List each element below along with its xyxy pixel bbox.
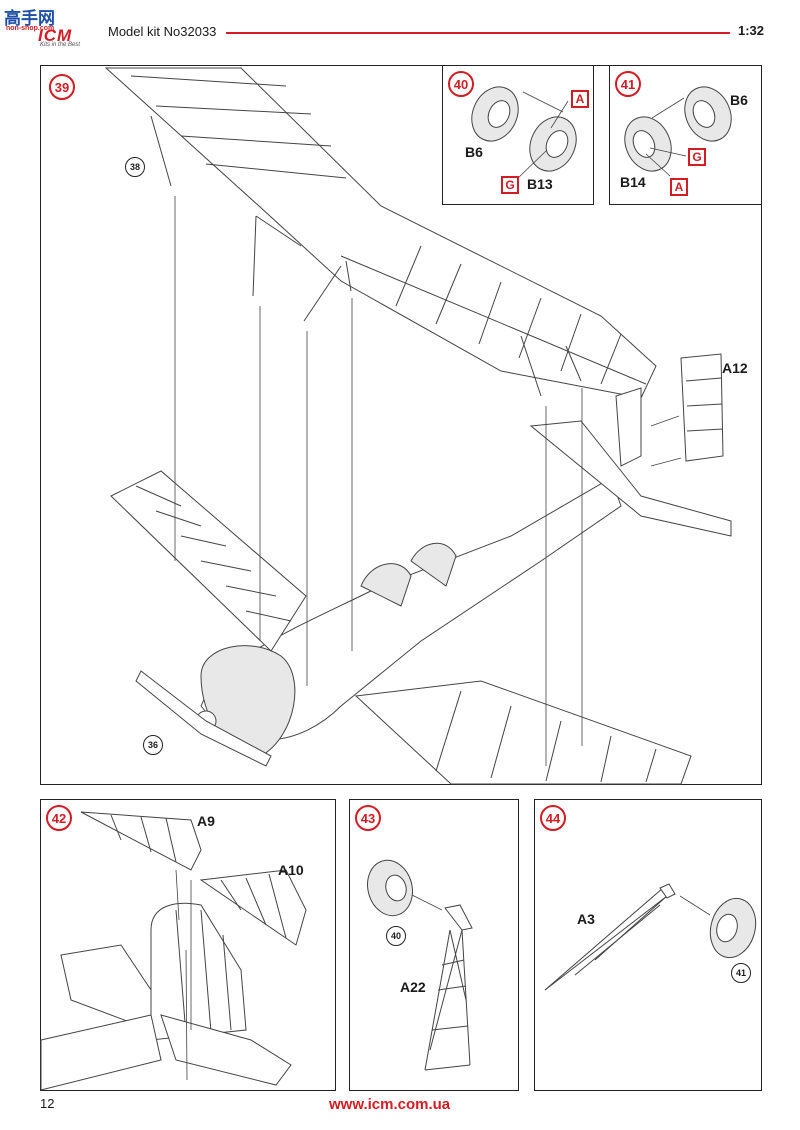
step-42-panel: 42 A9 A10: [40, 799, 336, 1091]
brand-sub-text: non-shop.com: [6, 25, 55, 32]
website-link[interactable]: www.icm.com.ua: [329, 1096, 451, 1113]
part-b13-label: B13: [527, 176, 553, 192]
paint-code-g-41: G: [688, 148, 706, 166]
scale-label: 1:32: [738, 23, 765, 38]
model-kit-label: Model kit No32033: [108, 24, 217, 39]
brand-logo: 高手网 non-shop.com ICM Kits in the Best: [4, 4, 100, 50]
step-43-number: 43: [355, 805, 381, 831]
step-39-number: 39: [49, 74, 75, 100]
step-41-illustration: [624, 86, 732, 177]
step-44-ref-41: 41: [731, 963, 751, 983]
step-43-illustration: [367, 859, 473, 1071]
step-42-illustration: [40, 811, 307, 1091]
step-43-panel: 43 40 A22: [349, 799, 519, 1091]
step-39-ref-38: 38: [125, 157, 145, 177]
part-b14-label: B14: [620, 174, 646, 190]
step-43-ref-40: 40: [386, 926, 406, 946]
brand-top-text: 高手网: [4, 9, 55, 29]
part-a10-label: A10: [278, 862, 304, 878]
step-42-number: 42: [46, 805, 72, 831]
part-b6-label: B6: [465, 144, 483, 160]
step-41-number: 41: [615, 71, 641, 97]
step-40-number: 40: [448, 71, 474, 97]
part-b6-label-41: B6: [730, 92, 748, 108]
step-39-ref-36: 36: [143, 735, 163, 755]
icm-logo-text: ICM: [38, 26, 73, 45]
paint-code-a: A: [571, 90, 589, 108]
header-rule: [226, 32, 730, 34]
step-44-panel: 44 A3 41: [534, 799, 762, 1091]
step-44-illustration: [544, 883, 757, 991]
part-a9-label: A9: [197, 813, 215, 829]
step-44-number: 44: [540, 805, 566, 831]
step-40-illustration: [471, 86, 577, 180]
paint-code-a-41: A: [670, 178, 688, 196]
paint-code-g: G: [501, 176, 519, 194]
step-40-panel: 40 A G B6 B13: [442, 65, 594, 205]
part-a3-label: A3: [577, 911, 595, 927]
page-number: 12: [40, 1096, 55, 1111]
part-a22-label: A22: [400, 979, 426, 995]
step-41-panel: 41 B6 G A B14: [609, 65, 762, 205]
step-39-illustration: [104, 67, 732, 785]
part-a12-label: A12: [722, 360, 748, 376]
step-39-panel: 39 38 36 A12: [40, 65, 762, 785]
brand-tagline: Kits in the Best: [40, 42, 81, 48]
